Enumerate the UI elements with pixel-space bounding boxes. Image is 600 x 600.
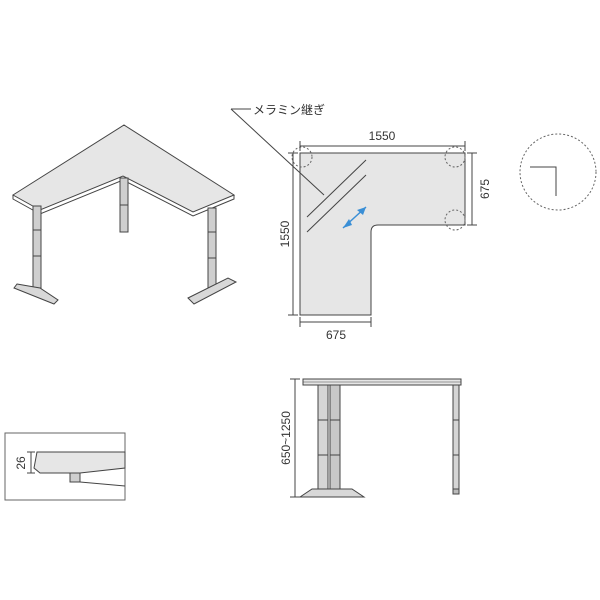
top-thickness-dimension: 26 — [14, 456, 28, 470]
plan-view-drawing: メラミン継ぎ 1550 675 1550 675 — [230, 102, 492, 342]
perspective-left-leg — [13, 205, 59, 305]
right-depth-dimension: 675 — [478, 179, 492, 199]
left-length-dimension: 1550 — [278, 220, 292, 247]
corner-radius-detail — [519, 133, 597, 211]
elevation-right-leg — [452, 384, 460, 495]
perspective-desk-drawing — [12, 124, 238, 305]
material-note-label: メラミン継ぎ — [253, 102, 325, 117]
perspective-center-leg — [119, 177, 129, 233]
plan-desktop — [299, 152, 466, 316]
front-elevation-drawing: 650~1250 — [279, 378, 462, 498]
grain-direction-arrow — [342, 206, 367, 229]
elevation-left-leg — [298, 384, 366, 498]
height-range-dimension: 650~1250 — [279, 411, 293, 465]
bottom-width-dimension: 675 — [326, 328, 346, 342]
top-width-dimension: 1550 — [369, 129, 396, 143]
edge-detail-drawing: 26 — [4, 432, 126, 501]
perspective-right-leg — [187, 207, 238, 305]
